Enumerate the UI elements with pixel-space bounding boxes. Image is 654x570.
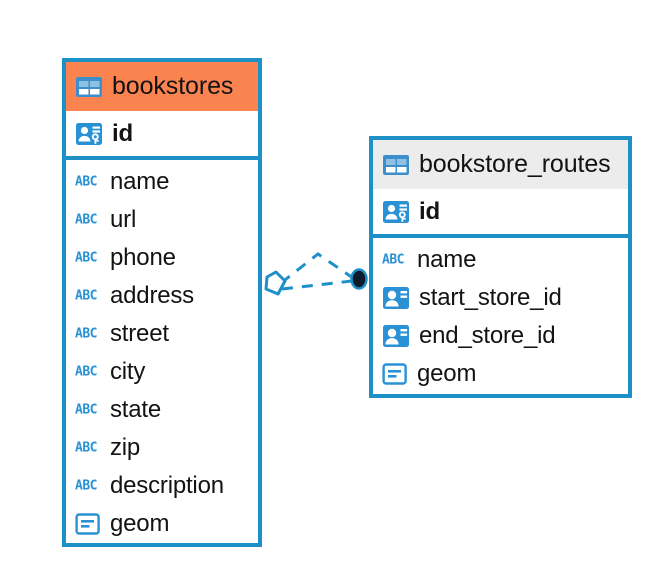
field-label: phone xyxy=(110,244,176,271)
field-row-end-store-id[interactable]: end_store_id xyxy=(373,317,628,355)
key-section: id xyxy=(66,111,258,160)
abc-icon: ABC xyxy=(75,473,101,499)
relationship-diamond-marker xyxy=(264,270,287,296)
abc-icon: ABC xyxy=(75,359,101,385)
abc-icon: ABC xyxy=(75,245,101,271)
abc-icon-text: ABC xyxy=(75,402,97,418)
entity-header-bookstore-routes[interactable]: bookstore_routes xyxy=(373,140,628,189)
abc-icon-text: ABC xyxy=(75,288,97,304)
field-row-phone[interactable]: ABC phone xyxy=(66,239,258,277)
field-row-city[interactable]: ABC city xyxy=(66,353,258,391)
field-row-url[interactable]: ABC url xyxy=(66,201,258,239)
relationship-circle-marker xyxy=(350,268,368,290)
abc-icon-text: ABC xyxy=(75,326,97,342)
field-row-zip[interactable]: ABC zip xyxy=(66,429,258,467)
geom-icon xyxy=(75,512,100,535)
field-row-state[interactable]: ABC state xyxy=(66,391,258,429)
field-label: url xyxy=(110,206,137,233)
abc-icon-text: ABC xyxy=(382,252,404,268)
abc-icon-text: ABC xyxy=(75,174,97,190)
field-label: city xyxy=(110,358,146,385)
field-label: address xyxy=(110,282,194,309)
foreign-key-icon xyxy=(383,287,409,309)
field-row-name[interactable]: ABC name xyxy=(66,163,258,201)
foreign-key-icon xyxy=(383,325,409,347)
abc-icon-text: ABC xyxy=(75,212,97,228)
geom-icon xyxy=(382,362,407,385)
abc-icon: ABC xyxy=(75,283,101,309)
abc-icon: ABC xyxy=(75,169,101,195)
field-row-start-store-id[interactable]: start_store_id xyxy=(373,279,628,317)
table-icon xyxy=(383,154,409,175)
primary-key-icon xyxy=(383,200,409,223)
abc-icon-text: ABC xyxy=(75,440,97,456)
field-label: start_store_id xyxy=(419,284,562,311)
field-row-geom[interactable]: geom xyxy=(66,505,258,543)
field-label: name xyxy=(110,168,170,195)
abc-icon-text: ABC xyxy=(75,250,97,266)
abc-icon: ABC xyxy=(75,321,101,347)
field-row-street[interactable]: ABC street xyxy=(66,315,258,353)
field-label: id xyxy=(419,197,440,225)
field-row-address[interactable]: ABC address xyxy=(66,277,258,315)
relationship-line-lower xyxy=(281,279,353,291)
abc-icon-text: ABC xyxy=(75,364,97,380)
field-label: geom xyxy=(110,510,170,537)
field-label: end_store_id xyxy=(419,322,556,349)
entity-table-bookstore-routes[interactable]: bookstore_routes id ABC na xyxy=(369,136,632,398)
entity-header-bookstores[interactable]: bookstores xyxy=(66,62,258,111)
fields-section: ABC name start_store_id xyxy=(373,238,628,397)
field-row-id[interactable]: id xyxy=(66,111,258,156)
abc-icon: ABC xyxy=(75,397,101,423)
primary-key-icon xyxy=(76,122,102,145)
abc-icon: ABC xyxy=(75,207,101,233)
field-row-description[interactable]: ABC description xyxy=(66,467,258,505)
entity-table-bookstores[interactable]: bookstores id ABC name xyxy=(62,58,262,547)
field-label: zip xyxy=(110,434,141,461)
entity-title: bookstores xyxy=(112,72,234,100)
relationship-line-upper xyxy=(280,252,354,285)
field-label: description xyxy=(110,472,224,499)
abc-icon: ABC xyxy=(75,435,101,461)
field-row-id[interactable]: id xyxy=(373,189,628,234)
fields-section: ABC name ABC url ABC phone ABC address A… xyxy=(66,160,258,547)
field-label: geom xyxy=(417,360,477,387)
table-icon xyxy=(76,76,102,97)
abc-icon: ABC xyxy=(382,247,408,273)
field-row-geom[interactable]: geom xyxy=(373,355,628,393)
entity-title: bookstore_routes xyxy=(419,150,611,178)
abc-icon-text: ABC xyxy=(75,478,97,494)
field-label: state xyxy=(110,396,162,423)
key-section: id xyxy=(373,189,628,238)
field-row-name[interactable]: ABC name xyxy=(373,241,628,279)
field-label: name xyxy=(417,246,477,273)
field-label: id xyxy=(112,119,133,147)
field-label: street xyxy=(110,320,169,347)
